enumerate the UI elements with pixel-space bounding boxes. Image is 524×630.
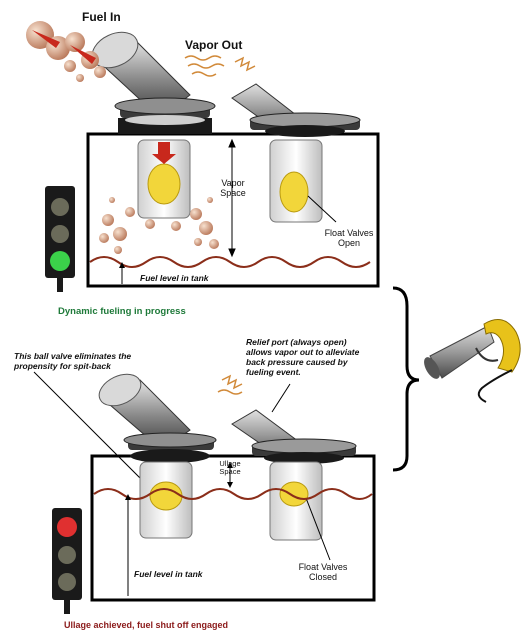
float-open-line-1: Float Valves: [324, 228, 374, 238]
ullage-space-label: Ullage Space: [214, 460, 246, 476]
fuel-level-wave-bottom: [93, 488, 373, 500]
vapor-space-arrow: [228, 138, 236, 258]
fuel-splash-top: [99, 197, 219, 254]
ball-valve-note: This ball valve eliminates the propensit…: [14, 351, 131, 371]
fuel-level-wave-top: [89, 256, 371, 268]
fuel-level-bottom-label: Fuel level in tank: [134, 569, 203, 579]
top-vapor-pipe: [231, 83, 361, 137]
fuel-in-label: Fuel In: [82, 10, 121, 24]
fuel-level-arrow-bottom: [125, 494, 131, 596]
fuel-level-top-label: Fuel level in tank: [140, 273, 209, 283]
vapor-wisps-bottom: [217, 374, 243, 395]
relief-leader: [271, 383, 291, 413]
traffic-light-red-icon: [52, 508, 82, 614]
status-top-label: Dynamic fueling in progress: [58, 306, 186, 317]
bottom-float-valve: [269, 461, 323, 541]
relief-port-note: Relief port (always open) allows vapor o…: [246, 337, 359, 377]
float-closed-line-2: Closed: [308, 572, 337, 582]
vapor-space-line-1: Vapor: [221, 178, 245, 188]
ullage-space-arrow: [227, 462, 233, 488]
relief-note-line-3: back pressure caused by: [246, 357, 348, 367]
ball-valve-note-line-1: This ball valve eliminates the: [14, 351, 132, 361]
float-open-line-2: Open: [337, 238, 361, 248]
relief-note-line-4: fueling event.: [246, 367, 301, 377]
fuel-level-arrow-top: [119, 262, 125, 284]
traffic-light-green-icon: [45, 186, 75, 292]
float-closed-line-1: Float Valves: [298, 562, 348, 572]
top-fuel-inlet-pipe: [91, 31, 216, 134]
top-float-valve: [269, 139, 323, 223]
vapor-space-line-2: Space: [220, 188, 246, 198]
float-valves-open-label: Float Valves Open: [316, 228, 382, 248]
vapor-out-label: Vapor Out: [185, 38, 243, 52]
relief-note-line-1: Relief port (always open): [246, 337, 347, 347]
bottom-vapor-pipe: [231, 409, 357, 464]
curly-brace-icon: [392, 286, 420, 472]
top-ball-valve: [137, 139, 191, 219]
bottom-ball-valve: [139, 461, 193, 539]
ullage-line-1: Ullage: [219, 459, 241, 468]
relief-note-line-2: allows vapor out to alleviate: [246, 347, 360, 357]
top-tank: [86, 132, 380, 288]
ullage-line-2: Space: [219, 467, 241, 476]
vapor-space-label: Vapor Space: [220, 178, 246, 198]
bottom-fuel-inlet-pipe: [98, 373, 217, 463]
ball-valve-note-line-2: propensity for spit-back: [14, 361, 111, 371]
ball-valve-leader: [33, 371, 151, 489]
status-bottom-label: Ullage achieved, fuel shut off engaged: [64, 620, 229, 630]
float-valves-closed-label: Float Valves Closed: [290, 562, 356, 582]
float-open-leader: [307, 195, 337, 223]
fuel-stream-top: [26, 21, 106, 82]
vapor-wisps-top: [184, 55, 256, 77]
float-closed-leader: [305, 497, 331, 561]
fuel-nozzle-icon: [424, 319, 521, 403]
bottom-tank: [90, 454, 376, 602]
